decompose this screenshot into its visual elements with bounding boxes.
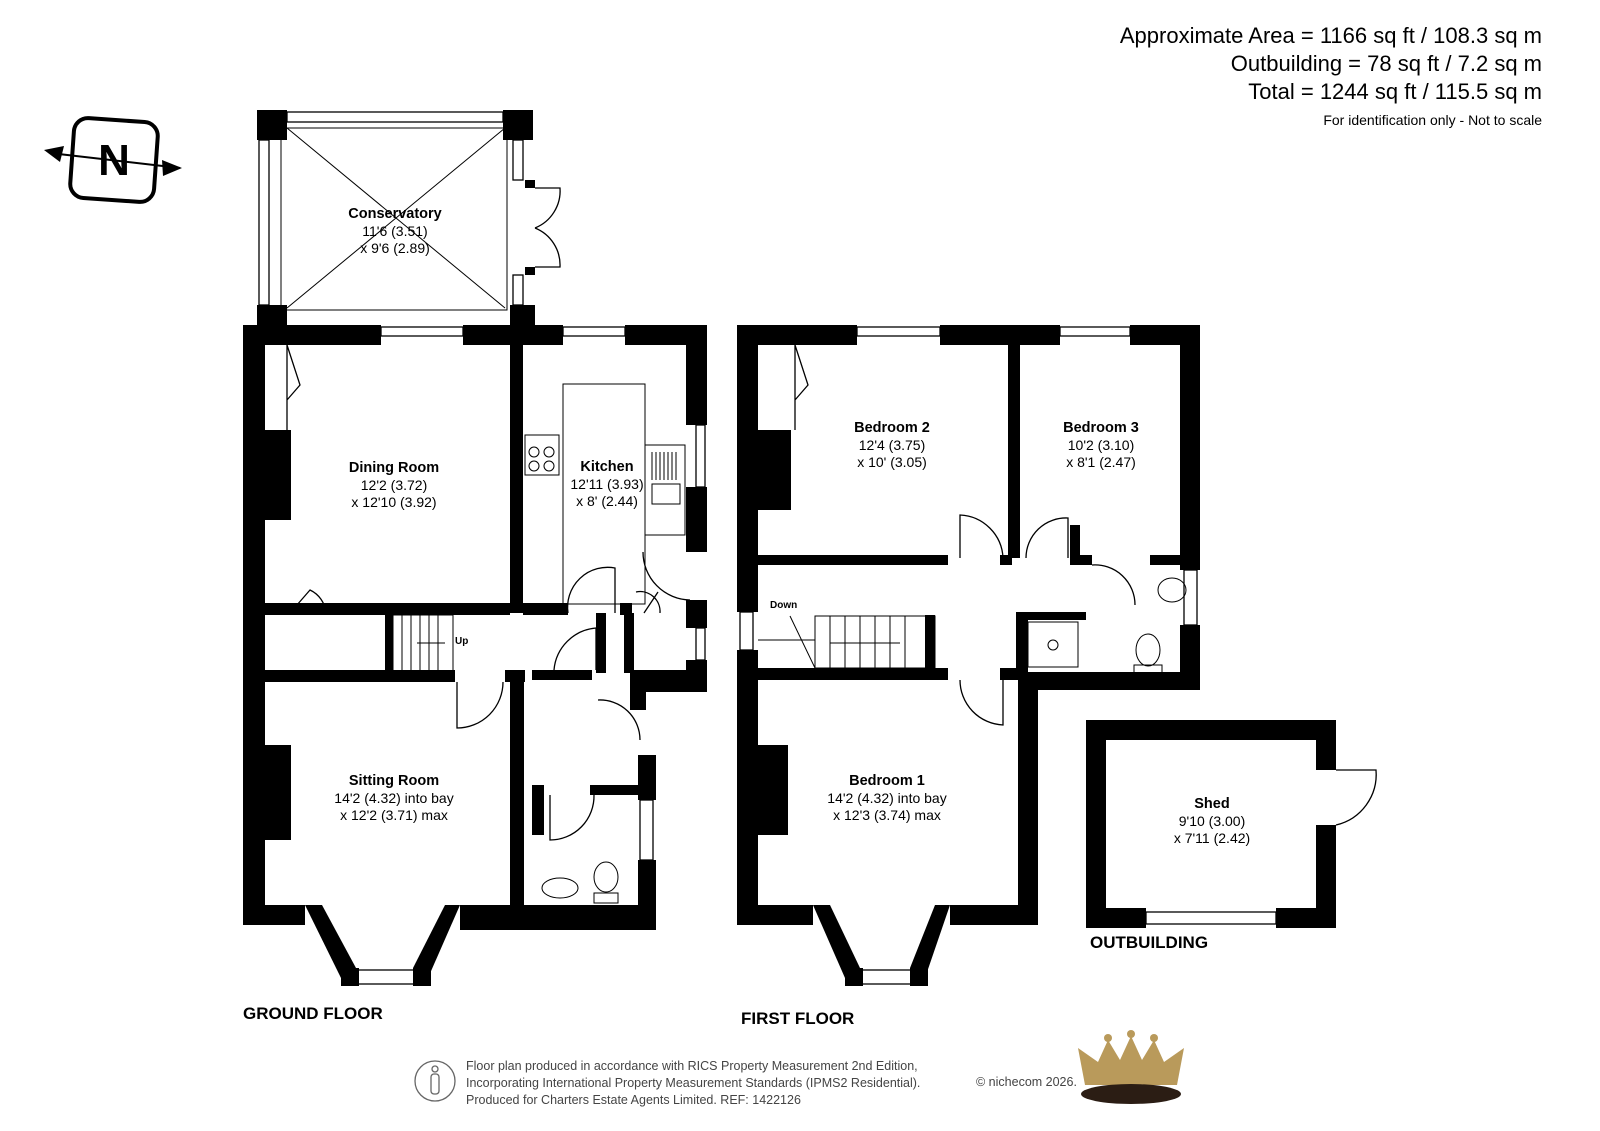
- scale-note: For identification only - Not to scale: [1323, 112, 1542, 128]
- area-summary: Approximate Area = 1166 sq ft / 108.3 sq…: [1120, 22, 1542, 132]
- outbuilding-label: OUTBUILDING: [1090, 933, 1209, 952]
- windows: [258, 111, 1277, 985]
- room-kitchen: Kitchen 12'11 (3.93) x 8' (2.44): [570, 459, 644, 509]
- room-bedroom-3: Bedroom 3 10'2 (3.10) x 8'1 (2.47): [1063, 420, 1139, 470]
- room-conservatory: Conservatory 11'6 (3.51) x 9'6 (2.89): [348, 206, 442, 256]
- footer-text: Floor plan produced in accordance with R…: [466, 1059, 921, 1107]
- first-floor-walls: [737, 325, 1200, 986]
- stairs-up-label: Up: [455, 636, 469, 647]
- stairs-down-label: Down: [770, 600, 798, 611]
- outbuilding-area: Outbuilding = 78 sq ft / 7.2 sq m: [1230, 51, 1542, 76]
- room-shed: Shed 9'10 (3.00) x 7'11 (2.42): [1173, 796, 1251, 846]
- conservatory-roof-lines: [280, 127, 508, 311]
- outbuilding-walls: [1086, 720, 1336, 928]
- copyright: © nichecom 2026.: [976, 1075, 1077, 1089]
- room-sitting: Sitting Room 14'2 (4.32) into bay x 12'2…: [334, 773, 454, 823]
- fixtures: [524, 383, 1187, 904]
- room-bedroom-2: Bedroom 2 12'4 (3.75) x 10' (3.05): [854, 420, 930, 470]
- approx-area: Approximate Area = 1166 sq ft / 108.3 sq…: [1119, 23, 1542, 48]
- total-area: Total = 1244 sq ft / 115.5 sq m: [1248, 79, 1542, 104]
- conservatory-frame: [257, 110, 535, 327]
- doors: [286, 187, 1377, 841]
- room-bedroom-1: Bedroom 1 14'2 (4.32) into bay x 12'3 (3…: [827, 773, 947, 823]
- stairs: [392, 614, 936, 672]
- north-arrow-icon: N: [44, 116, 182, 204]
- crown-logo: [1078, 1030, 1184, 1104]
- person-icon: [414, 1060, 456, 1102]
- first-floor-label: FIRST FLOOR: [741, 1009, 855, 1028]
- ground-floor-walls: [243, 325, 707, 986]
- ground-floor-label: GROUND FLOOR: [243, 1004, 383, 1023]
- room-dining: Dining Room 12'2 (3.72) x 12'10 (3.92): [348, 460, 440, 510]
